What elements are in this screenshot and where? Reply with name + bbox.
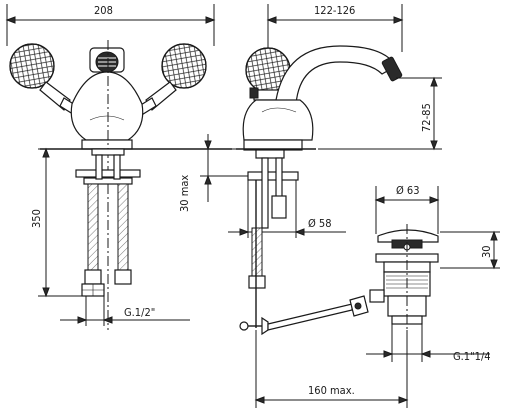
mixer-body-side <box>242 99 314 141</box>
rod-knob <box>239 321 249 331</box>
fixing-plate-side <box>247 171 299 181</box>
side-view: 122-126 72-85 30 max <box>178 4 442 336</box>
front-view: 208 <box>5 4 232 330</box>
right-crystal-facets <box>161 43 207 89</box>
left-crystal-facets <box>9 43 55 89</box>
right-hose-nut <box>114 269 132 285</box>
waste-cap <box>377 229 439 243</box>
width-dimension-label: 208 <box>94 4 113 17</box>
waste-view: Ø 63 30 G.1"1/4 160 max. <box>254 184 500 408</box>
waste-thread-label: G.1"1/4 <box>453 350 491 363</box>
arrowheads <box>5 16 216 24</box>
bidet-aerator <box>381 56 403 82</box>
inlet-thread-label: G.1/2" <box>124 306 155 319</box>
waste-diameter-label: Ø 63 <box>396 184 420 197</box>
spout-reach-label: 122-126 <box>314 4 355 17</box>
hose-length-label: 350 <box>30 209 43 228</box>
max-thickness-label: 30 max <box>178 175 191 212</box>
rod-length-label: 160 max. <box>308 384 355 397</box>
fixing-plate <box>75 169 141 178</box>
swivel-spout <box>275 45 397 105</box>
hole-diameter-label: Ø 58 <box>308 217 332 230</box>
handle-lever <box>249 87 259 99</box>
base-flange-front <box>81 139 133 150</box>
pop-up-linkage-rod <box>267 303 353 331</box>
waste-height-label: 30 <box>480 245 493 258</box>
pop-up-lever-clip <box>271 195 287 219</box>
mixer-body-front <box>70 71 144 141</box>
spout-height-label: 72-85 <box>420 103 433 132</box>
left-hose-nut <box>84 269 102 285</box>
